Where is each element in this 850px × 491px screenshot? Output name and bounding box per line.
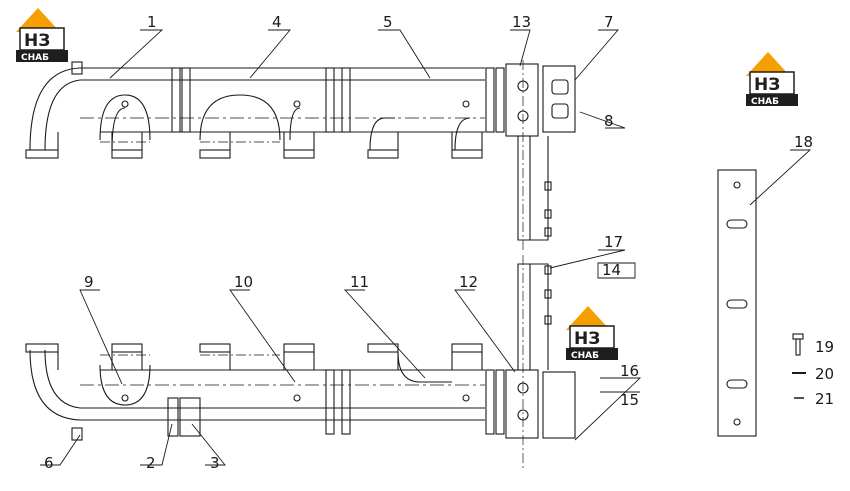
bolt-shank bbox=[795, 338, 801, 356]
callout-15: 15 bbox=[620, 391, 639, 409]
callout-2: 2 bbox=[146, 454, 156, 472]
callout-10: 10 bbox=[234, 273, 253, 291]
callout-13: 13 bbox=[512, 13, 531, 31]
callout-labels: 1 2 3 4 5 6 7 8 9 10 11 12 13 14 15 16 1… bbox=[44, 13, 834, 472]
logo-watermark-2: НЗ СНАБ bbox=[746, 52, 798, 107]
bolt-icon bbox=[792, 333, 804, 340]
fastener-symbols bbox=[792, 333, 806, 399]
logo-text-top: НЗ bbox=[754, 75, 780, 95]
logo-text-top: НЗ bbox=[24, 31, 50, 51]
callout-9: 9 bbox=[84, 273, 94, 291]
lower-manifold bbox=[25, 255, 576, 470]
leader-lines bbox=[40, 29, 812, 466]
plate-part-18 bbox=[717, 169, 757, 437]
logo-text-bottom: СНАБ bbox=[571, 351, 599, 361]
callout-21: 21 bbox=[815, 390, 834, 408]
callout-17: 17 bbox=[604, 233, 623, 251]
callout-19: 19 bbox=[815, 338, 834, 356]
house-roof-icon bbox=[566, 306, 610, 330]
logo-text-bottom: СНАБ bbox=[751, 97, 779, 107]
logo-text-bottom: СНАБ bbox=[21, 53, 49, 63]
house-roof-icon bbox=[746, 52, 790, 76]
logo-watermark-1: НЗ СНАБ bbox=[16, 8, 68, 63]
callout-4: 4 bbox=[272, 13, 282, 31]
callout-6: 6 bbox=[44, 454, 54, 472]
callout-14: 14 bbox=[602, 261, 621, 279]
logo-watermark-3: НЗ СНАБ bbox=[566, 306, 618, 361]
callout-16: 16 bbox=[620, 362, 639, 380]
callout-7: 7 bbox=[604, 13, 614, 31]
callout-3: 3 bbox=[210, 454, 220, 472]
callout-11: 11 bbox=[350, 273, 369, 291]
callout-1: 1 bbox=[147, 13, 157, 31]
callout-20: 20 bbox=[815, 365, 834, 383]
upper-manifold bbox=[25, 60, 576, 250]
logo-text-top: НЗ bbox=[574, 329, 600, 349]
callout-12: 12 bbox=[459, 273, 478, 291]
callout-18: 18 bbox=[794, 133, 813, 151]
house-roof-icon bbox=[16, 8, 60, 32]
callout-5: 5 bbox=[383, 13, 393, 31]
callout-8: 8 bbox=[604, 112, 614, 130]
